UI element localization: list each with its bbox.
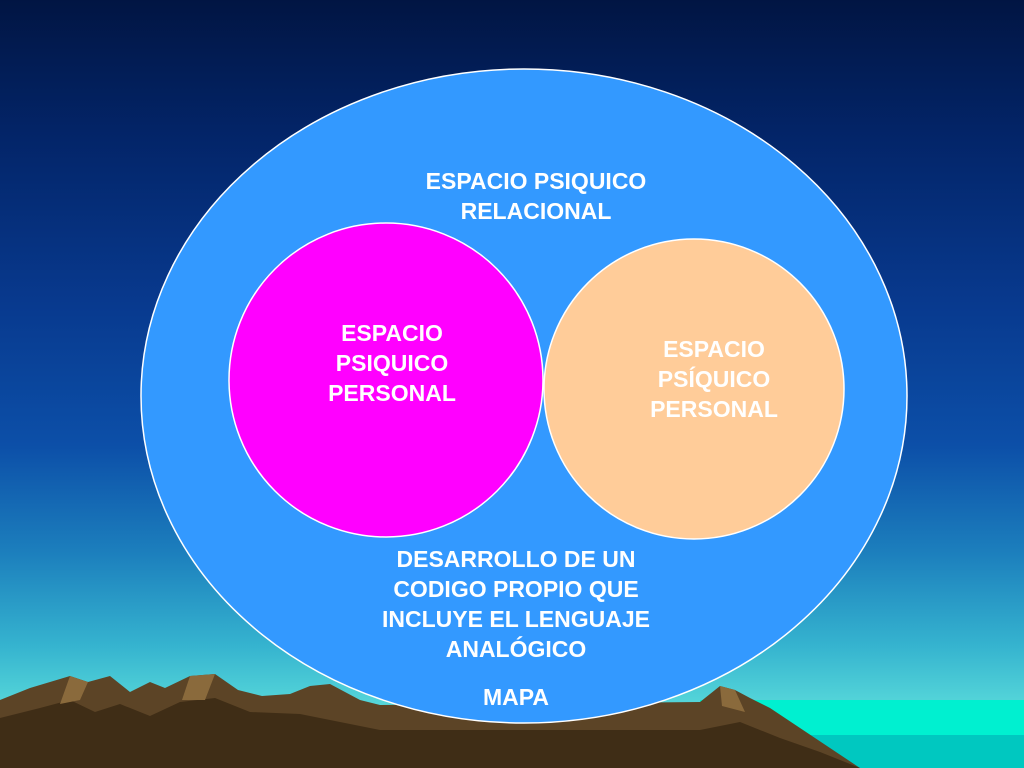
right-label-line: ESPACIO xyxy=(663,336,765,362)
outer-circle-label: ESPACIO PSIQUICO RELACIONAL xyxy=(336,166,736,226)
left-circle-label: ESPACIO PSIQUICO PERSONAL xyxy=(262,318,522,408)
bottom-description-line: CODIGO PROPIO QUE xyxy=(393,576,639,602)
bottom-description-line: DESARROLLO DE UN xyxy=(396,546,636,572)
outer-label-line: ESPACIO PSIQUICO xyxy=(425,168,647,194)
mountain-highlight xyxy=(60,674,745,712)
outer-label-line: RELACIONAL xyxy=(460,198,612,224)
bottom-description-line: ANALÓGICO xyxy=(445,636,587,662)
right-circle-label: ESPACIO PSÍQUICO PERSONAL xyxy=(584,334,844,424)
right-label-line: PSÍQUICO xyxy=(657,366,771,392)
map-label: MAPA xyxy=(482,684,549,710)
right-circle-personal xyxy=(543,238,845,540)
left-circle-personal xyxy=(228,222,544,538)
mountain-shading xyxy=(0,698,860,768)
left-label-line: PERSONAL xyxy=(328,380,456,406)
right-label-line: PERSONAL xyxy=(650,396,778,422)
left-label-line: PSIQUICO xyxy=(335,350,449,376)
bottom-description-line: INCLUYE EL LENGUAJE xyxy=(382,606,650,632)
left-label-line: ESPACIO xyxy=(341,320,443,346)
bottom-description: DESARROLLO DE UN CODIGO PROPIO QUE INCLU… xyxy=(316,544,716,664)
